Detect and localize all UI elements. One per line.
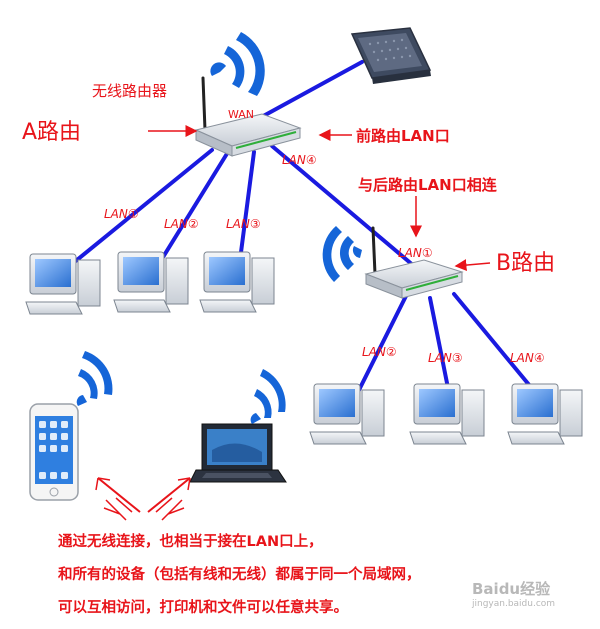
connect-back-label: 与后路由LAN口相连 [358, 176, 498, 194]
a-lan3-label: LAN③ [226, 217, 261, 231]
cable-b-lan3 [428, 296, 450, 390]
b-lan2-label: LAN② [362, 345, 397, 359]
router-a-device [194, 76, 302, 157]
note-line-3: 可以互相访问，打印机和文件可以任意共享。 [58, 600, 348, 616]
wifi-signal-icon [210, 32, 265, 96]
cable-a-lan3 [238, 150, 256, 262]
arrow-icon [454, 259, 491, 272]
b-lan4-label: LAN④ [510, 351, 545, 365]
annotation-arrows [95, 125, 491, 521]
cable-a-lan4-to-b-lan1 [270, 144, 416, 268]
feather-arrows-icon [95, 477, 191, 521]
cable-a-lan1 [70, 148, 214, 266]
cable-b-lan4 [452, 292, 532, 388]
b-lan3-label: LAN③ [428, 351, 463, 365]
wifi-signal-icon [250, 369, 286, 424]
router-a-label: A路由 [22, 120, 81, 145]
computers [25, 251, 583, 445]
router-b-label: B路由 [496, 251, 555, 276]
a-lan2-label: LAN② [164, 217, 199, 231]
wifi-signal-icon [76, 351, 113, 406]
a-lan4-label: LAN④ [282, 153, 317, 167]
laptop-icon [189, 423, 287, 483]
router-b-device [364, 226, 464, 299]
watermark-main: Baidu经验 [472, 580, 551, 598]
computer-icon [507, 383, 583, 445]
front-lan-label: 前路由LAN口 [356, 127, 450, 145]
note-line-2: 和所有的设备（包括有线和无线）都属于同一个局域网， [58, 567, 421, 583]
b-lan1-label: LAN① [398, 246, 433, 260]
computer-icon [309, 383, 385, 445]
computer-icon [113, 251, 189, 313]
computer-icon [409, 383, 485, 445]
wan-label: WAN [228, 108, 254, 121]
watermark: Baidu经验 jingyan.baidu.com [472, 578, 555, 609]
cable-modem-wan [254, 60, 364, 122]
computer-icon [199, 251, 275, 313]
cable-a-lan2 [158, 150, 230, 264]
cables [70, 60, 532, 394]
wifi-signal-icon [322, 226, 362, 282]
wireless-router-label: 无线路由器 [92, 82, 167, 100]
computer-icon [25, 253, 101, 315]
smartphone-icon [29, 403, 79, 501]
cable-b-lan2 [356, 294, 408, 394]
modem [350, 27, 432, 84]
watermark-sub: jingyan.baidu.com [472, 599, 556, 609]
a-lan1-label: LAN① [104, 207, 139, 221]
note-line-1: 通过无线连接，也相当于接在LAN口上， [58, 534, 323, 550]
labels: 无线路由器 WAN A路由 前路由LAN口 与后路由LAN口相连 B路由 LAN… [22, 82, 555, 365]
explanation-notes: 通过无线连接，也相当于接在LAN口上， 和所有的设备（包括有线和无线）都属于同一… [58, 526, 598, 625]
